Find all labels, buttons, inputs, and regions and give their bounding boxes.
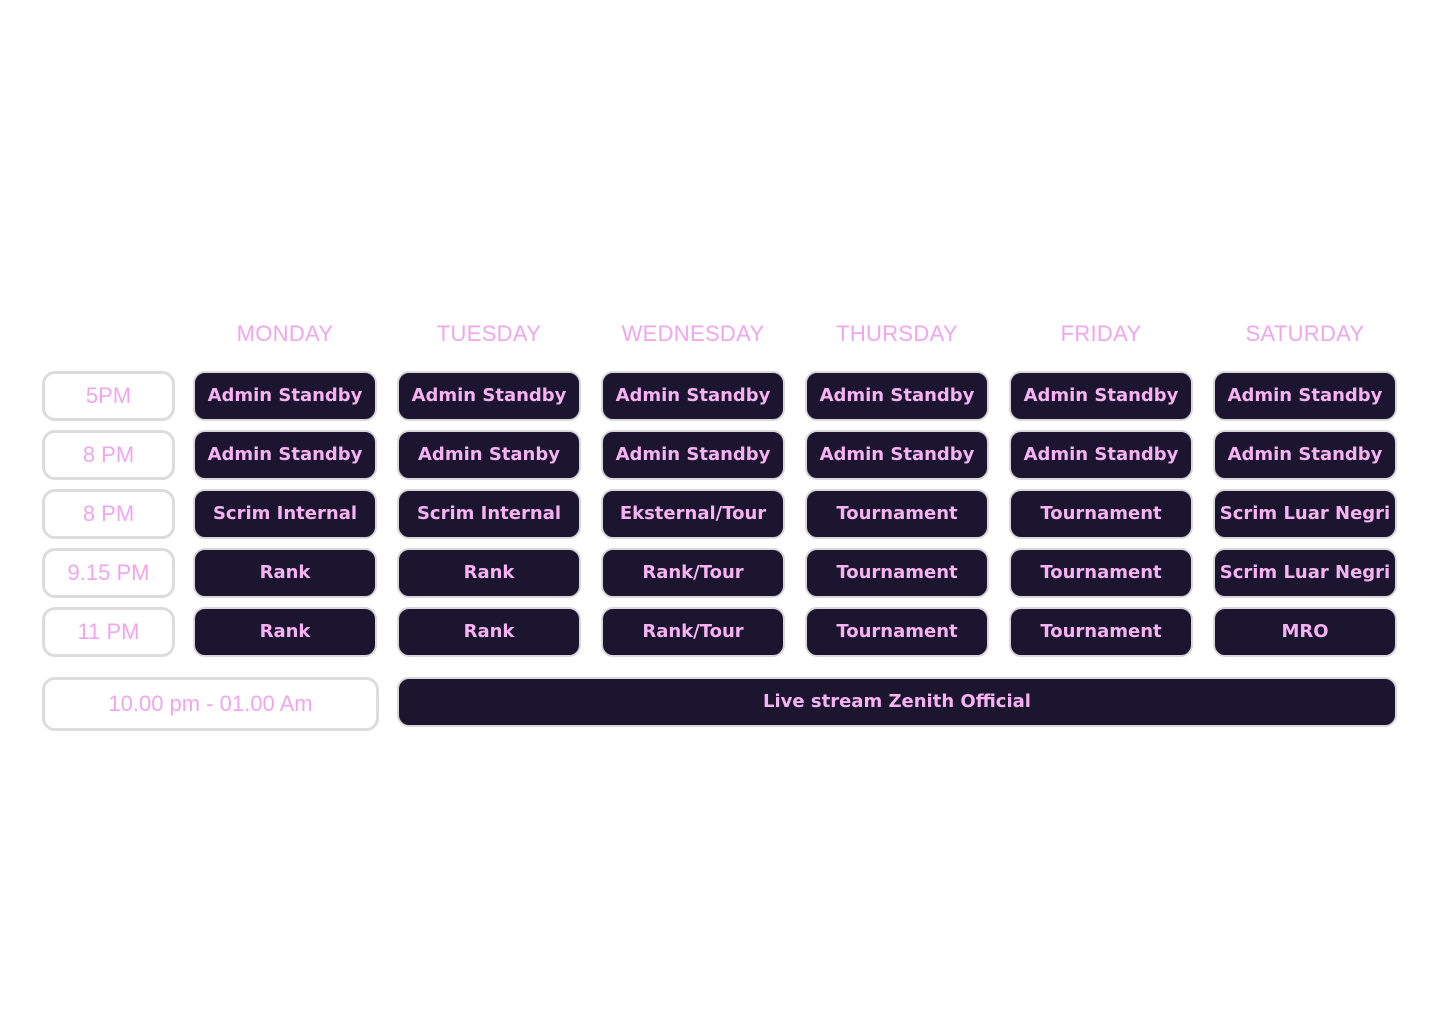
day-header-thursday: THURSDAY	[836, 321, 958, 346]
schedule-slot-thursday[interactable]: Tournament	[805, 548, 989, 598]
schedule-slot-monday[interactable]: Scrim Internal	[193, 489, 377, 539]
footer-time-range: 10.00 pm - 01.00 Am	[42, 677, 379, 731]
time-label: 8 PM	[42, 489, 175, 539]
schedule-slot-thursday[interactable]: Admin Standby	[805, 371, 989, 421]
schedule-slot-saturday[interactable]: Admin Standby	[1213, 371, 1397, 421]
schedule-slot-monday[interactable]: Rank	[193, 607, 377, 657]
schedule-slot-thursday[interactable]: Tournament	[805, 489, 989, 539]
schedule-slot-thursday[interactable]: Admin Standby	[805, 430, 989, 480]
schedule-slot-wednesday[interactable]: Eksternal/Tour	[601, 489, 785, 539]
schedule-slot-wednesday[interactable]: Admin Standby	[601, 371, 785, 421]
schedule-slot-wednesday[interactable]: Admin Standby	[601, 430, 785, 480]
day-header-monday: MONDAY	[236, 321, 334, 346]
schedule-slot-saturday[interactable]: Scrim Luar Negri	[1213, 548, 1397, 598]
schedule-slot-monday[interactable]: Admin Standby	[193, 371, 377, 421]
schedule-slot-wednesday[interactable]: Rank/Tour	[601, 607, 785, 657]
day-header-tuesday: TUESDAY	[436, 321, 542, 346]
schedule-slot-saturday[interactable]: Admin Standby	[1213, 430, 1397, 480]
schedule-slot-friday[interactable]: Tournament	[1009, 489, 1193, 539]
schedule-slot-friday[interactable]: Tournament	[1009, 607, 1193, 657]
time-label: 8 PM	[42, 430, 175, 480]
schedule-slot-saturday[interactable]: MRO	[1213, 607, 1397, 657]
schedule-slot-tuesday[interactable]: Admin Stanby	[397, 430, 581, 480]
schedule-slot-friday[interactable]: Admin Standby	[1009, 371, 1193, 421]
day-header-saturday: SATURDAY	[1245, 321, 1365, 346]
schedule-slot-tuesday[interactable]: Admin Standby	[397, 371, 581, 421]
schedule-slot-thursday[interactable]: Tournament	[805, 607, 989, 657]
schedule-slot-monday[interactable]: Rank	[193, 548, 377, 598]
day-header-friday: FRIDAY	[1060, 321, 1142, 346]
schedule-slot-tuesday[interactable]: Rank	[397, 607, 581, 657]
time-label: 5PM	[42, 371, 175, 421]
schedule-slot-friday[interactable]: Tournament	[1009, 548, 1193, 598]
schedule-slot-tuesday[interactable]: Scrim Internal	[397, 489, 581, 539]
time-label: 9.15 PM	[42, 548, 175, 598]
time-label: 11 PM	[42, 607, 175, 657]
schedule-slot-saturday[interactable]: Scrim Luar Negri	[1213, 489, 1397, 539]
schedule-slot-monday[interactable]: Admin Standby	[193, 430, 377, 480]
schedule-slot-wednesday[interactable]: Rank/Tour	[601, 548, 785, 598]
schedule-slot-tuesday[interactable]: Rank	[397, 548, 581, 598]
livestream-slot[interactable]: Live stream Zenith Official	[397, 677, 1397, 727]
day-header-wednesday: WEDNESDAY	[621, 321, 765, 346]
schedule-slot-friday[interactable]: Admin Standby	[1009, 430, 1193, 480]
